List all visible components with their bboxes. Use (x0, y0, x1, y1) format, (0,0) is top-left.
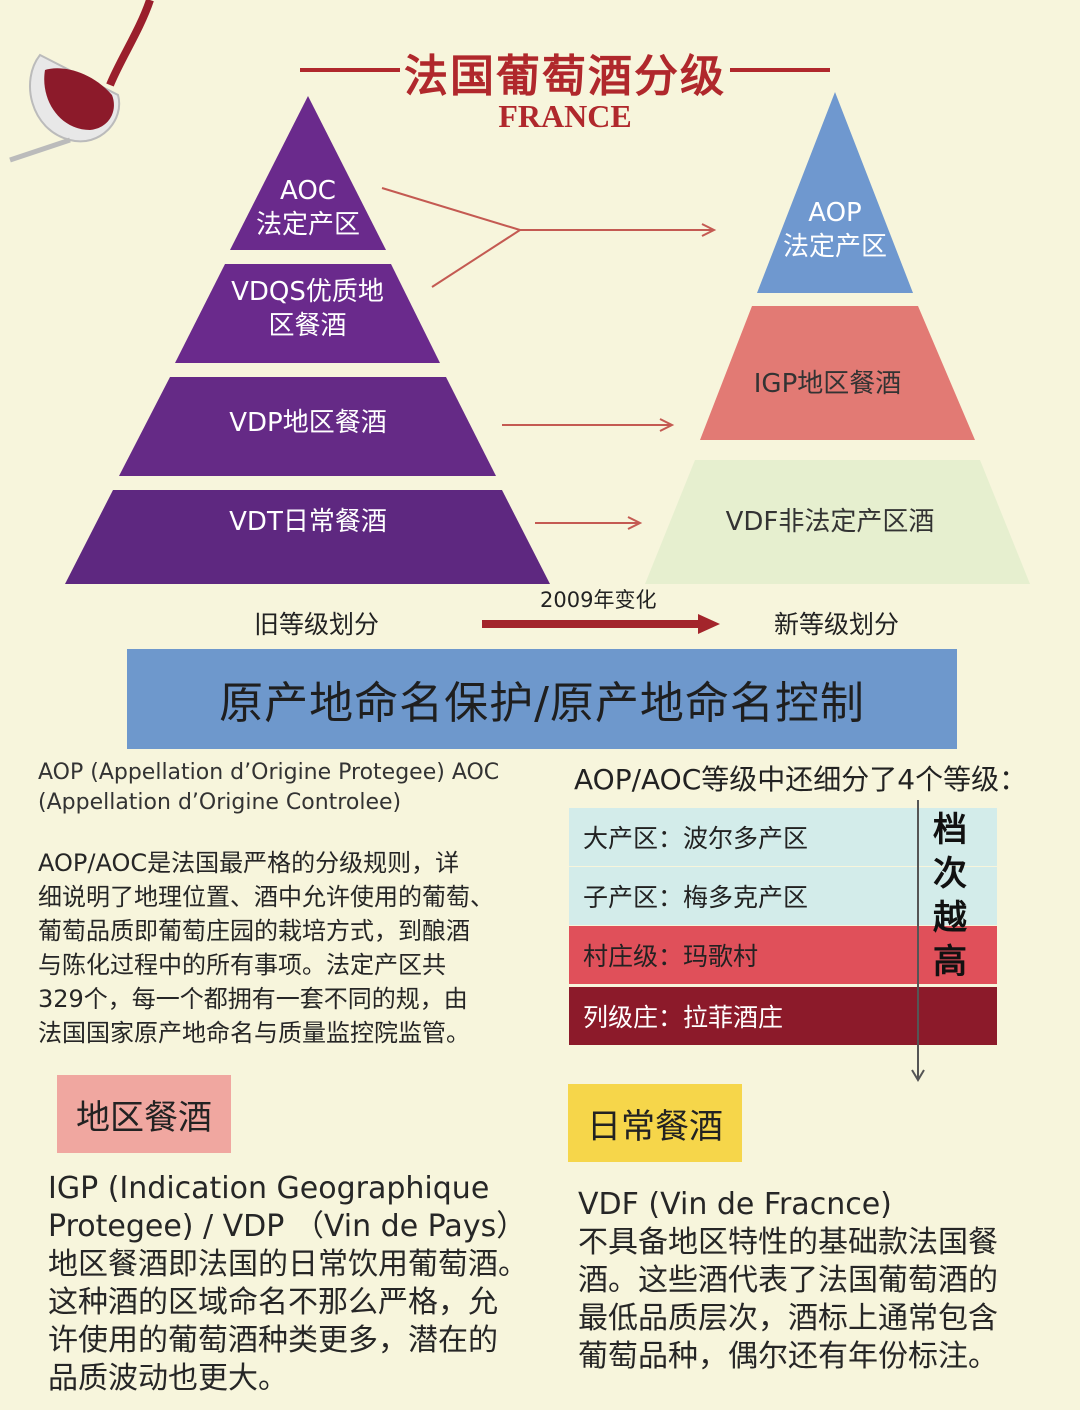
page-title: 法国葡萄酒分级 (404, 51, 726, 102)
old-pyramid-tier-vdp (119, 377, 496, 476)
old-pyramid-tier-vdqs (175, 264, 440, 363)
vdf-tag: 日常餐酒 (568, 1084, 742, 1162)
transition-arrow (482, 614, 720, 634)
merge-arrow-lower (431, 229, 521, 288)
rank-arrow (911, 800, 925, 1082)
level-row-subregion: 子产区：梅多克产区 (569, 867, 997, 925)
new-tier-vdf-label: VDF非法定产区酒 (725, 507, 935, 537)
wine-glass-illustration (9, 0, 154, 163)
old-tier-vdqs-label: VDQS优质地 区餐酒 (231, 277, 384, 341)
merge-arrow-upper (381, 187, 521, 231)
level-row-village: 村庄级：玛歌村 (569, 926, 997, 984)
old-pyramid-tier-aoc (230, 96, 386, 250)
new-tier-igp-label: IGP地区餐酒 (753, 369, 902, 399)
levels-heading: AOP/AOC等级中还细分了4个等级： (574, 763, 1028, 796)
new-pyramid-tier-aop (757, 92, 913, 293)
level-row-region: 大产区：波尔多产区 (569, 808, 997, 866)
new-caption: 新等级划分 (774, 610, 900, 639)
old-tier-aoc-label: AOC 法定产区 (255, 176, 360, 240)
new-pyramid-tier-igp (700, 306, 975, 440)
old-caption: 旧等级划分 (254, 610, 380, 639)
title-line-right (730, 68, 830, 72)
banner-text: 原产地命名保护/原产地命名控制 (219, 678, 865, 729)
old-tier-vdp-label: VDP地区餐酒 (229, 408, 387, 438)
title-row: 法国葡萄酒分级 (300, 40, 830, 102)
vdf-description: VDF (Vin de Fracnce) 不具备地区特性的基础款法国餐 酒。这些… (578, 1187, 998, 1374)
igp-description: IGP (Indication Geographique Protegee) /… (48, 1171, 528, 1396)
new-tier-aop-label: AOP 法定产区 (782, 198, 887, 262)
new-pyramid-tier-vdf (645, 460, 1030, 584)
page-subtitle: FRANCE (498, 98, 632, 134)
title-line-left (300, 68, 400, 72)
rank-side-label: 档 次 越 高 (933, 810, 967, 982)
old-tier-vdt-label: VDT日常餐酒 (229, 507, 387, 537)
aop-description: AOP/AOC是法国最严格的分级规则，详 细说明了地理位置、酒中允许使用的葡萄、… (38, 849, 494, 1047)
transition-label: 2009年变化 (540, 588, 657, 612)
igp-tag: 地区餐酒 (57, 1075, 231, 1153)
appellation-banner: 原产地命名保护/原产地命名控制 (127, 649, 957, 749)
aop-full-name: AOP (Appellation d’Origine Protegee) AOC… (38, 760, 500, 815)
old-pyramid (65, 92, 1030, 584)
level-row-classified: 列级庄：拉菲酒庄 (569, 987, 997, 1045)
old-pyramid-tier-vdt (65, 490, 550, 584)
